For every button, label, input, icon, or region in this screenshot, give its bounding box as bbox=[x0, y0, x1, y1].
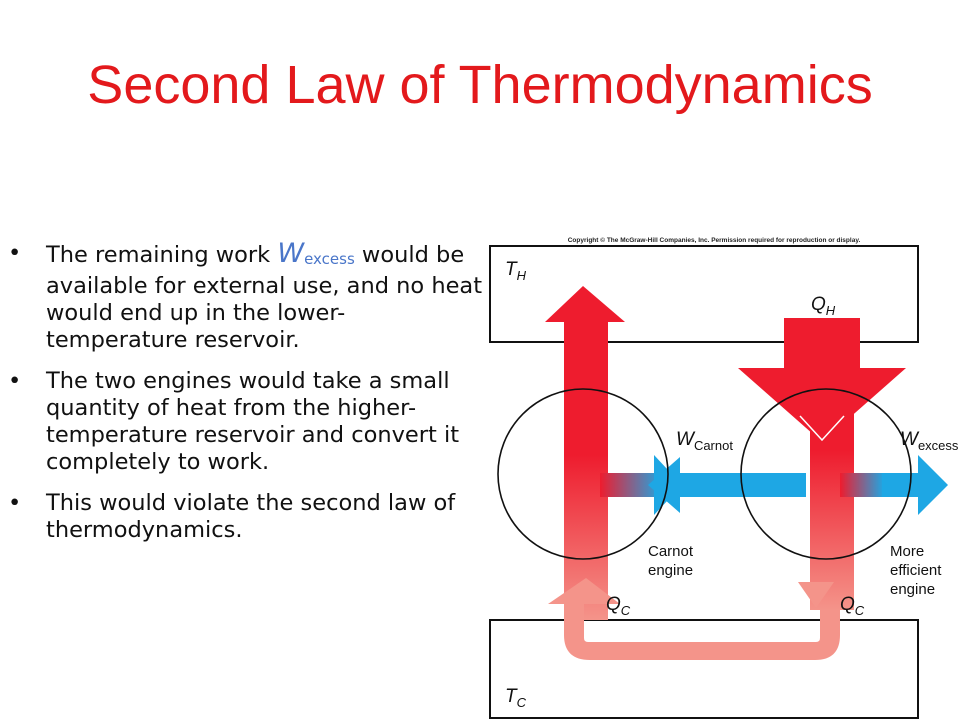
carnot-engine-label: Carnot engine bbox=[648, 543, 697, 579]
qh-arrow-notch bbox=[799, 415, 845, 442]
cold-reservoir bbox=[489, 619, 919, 719]
work-variable: W bbox=[277, 238, 305, 269]
qh-label: QH bbox=[811, 294, 836, 318]
carnot-heat-arrowhead bbox=[545, 286, 625, 322]
hot-reservoir-label: TH bbox=[505, 259, 527, 283]
work-variable-subscript: excess bbox=[304, 250, 355, 268]
carnot-heat-path bbox=[564, 320, 608, 620]
qc-right-label: QC bbox=[840, 594, 865, 618]
copyright-notice: Copyright © The McGraw-Hill Companies, I… bbox=[568, 236, 861, 244]
cold-loop bbox=[564, 600, 840, 660]
bullet-text: This would violate the second law of the… bbox=[46, 490, 456, 543]
w-excess-label: Wexcess bbox=[900, 429, 959, 453]
w-carnot-arrow bbox=[648, 457, 806, 513]
bullet-item: This would violate the second law of the… bbox=[8, 490, 486, 544]
slide-title: Second Law of Thermodynamics bbox=[87, 55, 873, 115]
bullet-item: The two engines would take a small quant… bbox=[8, 368, 486, 476]
bullet-item: The remaining work Wexcess would be avai… bbox=[8, 240, 486, 354]
w-excess-arrow bbox=[882, 455, 948, 515]
efficient-qc-arrowhead bbox=[798, 582, 834, 608]
bullet-text: The remaining work bbox=[46, 242, 278, 268]
qc-left-label: QC bbox=[606, 594, 631, 618]
cold-reservoir-label: TC bbox=[505, 686, 527, 710]
heat-engine-diagram: Copyright © The McGraw-Hill Companies, I… bbox=[470, 230, 960, 725]
efficient-engine-circle bbox=[740, 388, 912, 560]
bullet-list: The remaining work Wexcess would be avai… bbox=[8, 240, 486, 558]
carnot-engine-circle bbox=[497, 388, 669, 560]
efficient-work-bar bbox=[840, 473, 884, 497]
efficient-engine-label: More efficient engine bbox=[890, 543, 946, 598]
w-carnot-label: WCarnot bbox=[676, 429, 733, 453]
qh-arrow bbox=[738, 318, 906, 442]
bullet-text: would be available for external use, and… bbox=[46, 242, 483, 353]
bullet-text: The two engines would take a small quant… bbox=[46, 368, 460, 475]
carnot-qc-arrowhead bbox=[548, 578, 620, 604]
